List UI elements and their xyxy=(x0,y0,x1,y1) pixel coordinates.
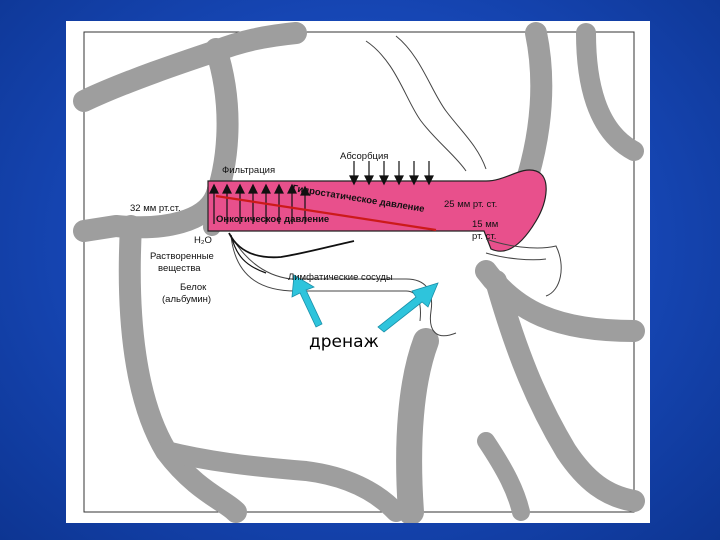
label-protein-line2: (альбумин) xyxy=(162,294,211,305)
label-drainage: дренаж xyxy=(309,332,379,352)
vessel-bottom-left xyxy=(156,441,406,522)
hydrostatic-gradient-line xyxy=(215,194,437,232)
label-right-pressure: 25 мм рт. ст. xyxy=(444,199,497,210)
vessel-right-upper xyxy=(517,22,553,187)
fluid-flow-curve xyxy=(228,232,355,259)
label-dissolved-line2: вещества xyxy=(158,263,201,274)
label-oncotic: Онкотическое давление xyxy=(216,214,329,225)
protein-flow-curve xyxy=(230,234,267,274)
drainage-arrow-left xyxy=(291,274,323,328)
label-oncotic-value-line1: 15 мм xyxy=(472,219,498,230)
vessel-left-lower xyxy=(118,215,247,523)
label-dissolved-line1: Растворенные xyxy=(150,251,214,262)
label-absorption: Абсорбция xyxy=(340,151,388,162)
drainage-arrow-right xyxy=(377,282,439,333)
diagram-figure: Фильтрация Абсорбция 32 мм рт.ст. 25 мм … xyxy=(66,21,650,523)
label-protein-line1: Белок xyxy=(180,282,207,293)
capillary-exchange-diagram: Фильтрация Абсорбция 32 мм рт.ст. 25 мм … xyxy=(73,22,645,523)
vessel-bottom-center xyxy=(396,328,439,523)
lymph-vessel-right xyxy=(485,238,562,297)
label-filtration: Фильтрация xyxy=(222,165,275,176)
lymph-tube-upper xyxy=(365,35,487,172)
drainage-arrows xyxy=(291,274,439,333)
label-left-pressure: 32 мм рт.ст. xyxy=(130,203,181,214)
vessel-bottom-right xyxy=(477,432,530,521)
vessel-right-lower xyxy=(485,270,645,512)
absorption-arrows xyxy=(349,161,434,186)
vessel-right-top xyxy=(576,23,644,161)
label-oncotic-value-line2: рт. ст. xyxy=(472,231,496,242)
tissue-vessels xyxy=(73,22,645,523)
label-water: H₂O xyxy=(194,235,212,246)
label-lymph-vessels: Лимфатические сосуды xyxy=(288,272,393,283)
